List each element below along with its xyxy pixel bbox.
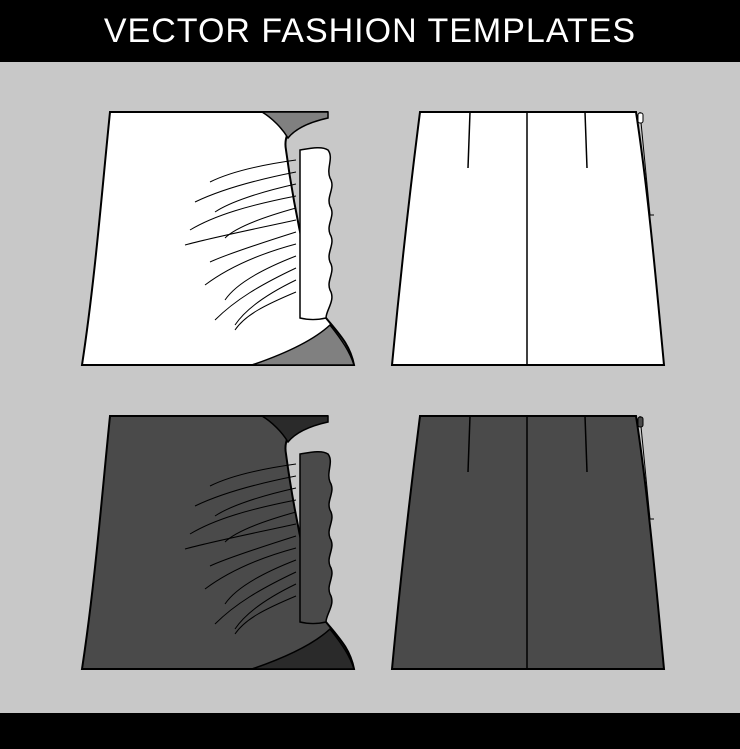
zipper-pull-icon: [637, 416, 644, 428]
title-bar: VECTOR FASHION TEMPLATES: [0, 0, 740, 62]
bottom-bar: [0, 713, 740, 749]
front-skirt-white: [81, 111, 355, 366]
back-skirt-white: [391, 111, 665, 366]
zipper-pull-icon: [637, 112, 644, 124]
front-skirt-dark: [81, 415, 355, 670]
page-title: VECTOR FASHION TEMPLATES: [103, 11, 637, 50]
back-skirt-dark: [391, 415, 665, 670]
